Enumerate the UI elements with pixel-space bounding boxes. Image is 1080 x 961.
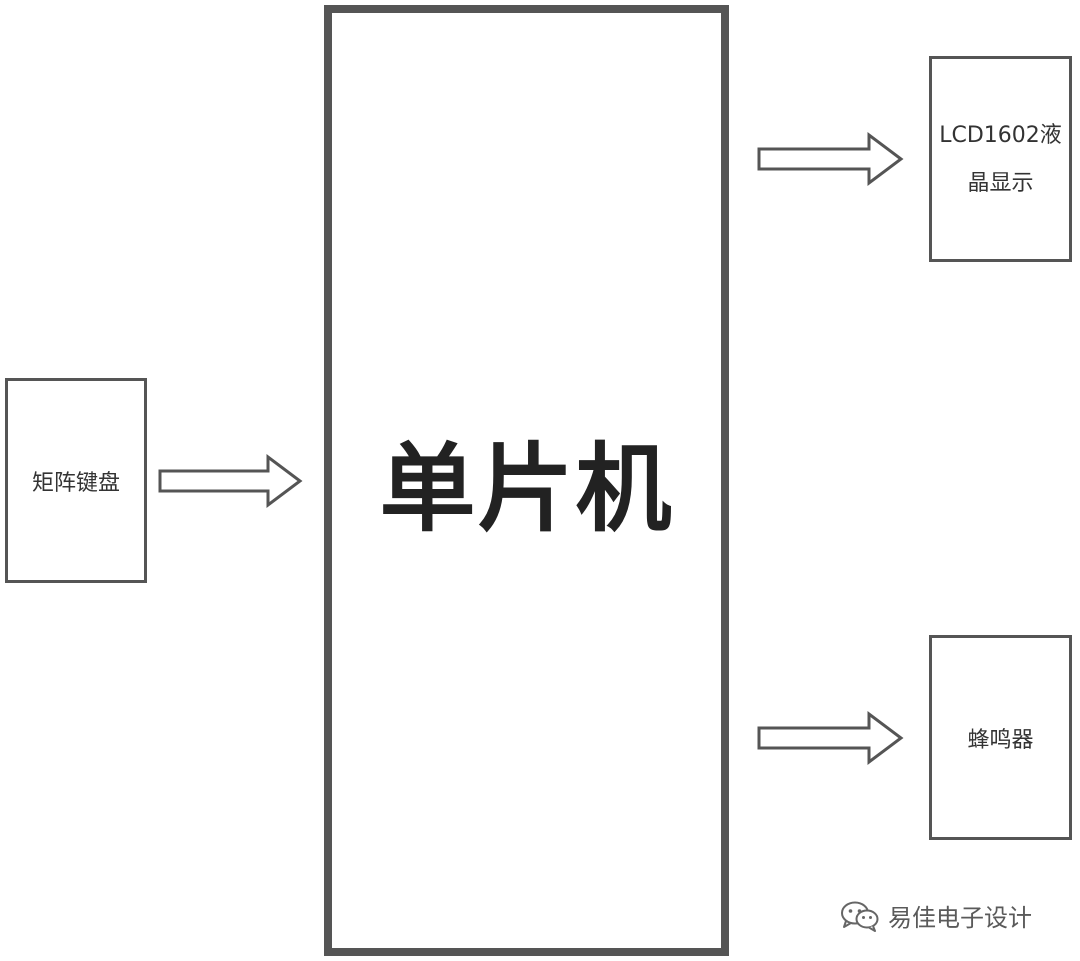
arrow-keyboard-to-mcu	[158, 454, 303, 508]
watermark-text: 易佳电子设计	[888, 904, 1032, 932]
watermark: 易佳电子设计	[840, 898, 1032, 933]
arrow-mcu-to-buzzer	[757, 711, 904, 765]
arrow-mcu-to-lcd	[757, 132, 904, 186]
keyboard-label: 矩阵键盘	[31, 470, 120, 496]
buzzer-label: 蜂鸣器	[967, 727, 1034, 753]
mcu-label: 单片机	[379, 433, 674, 545]
mcu-block: 单片机	[324, 5, 729, 956]
buzzer-block: 蜂鸣器	[929, 635, 1072, 840]
lcd-block: LCD1602液 晶显示	[929, 56, 1072, 262]
wechat-icon	[841, 901, 879, 932]
keyboard-block: 矩阵键盘	[5, 378, 147, 583]
lcd-label: LCD1602液 晶显示	[939, 123, 1062, 196]
